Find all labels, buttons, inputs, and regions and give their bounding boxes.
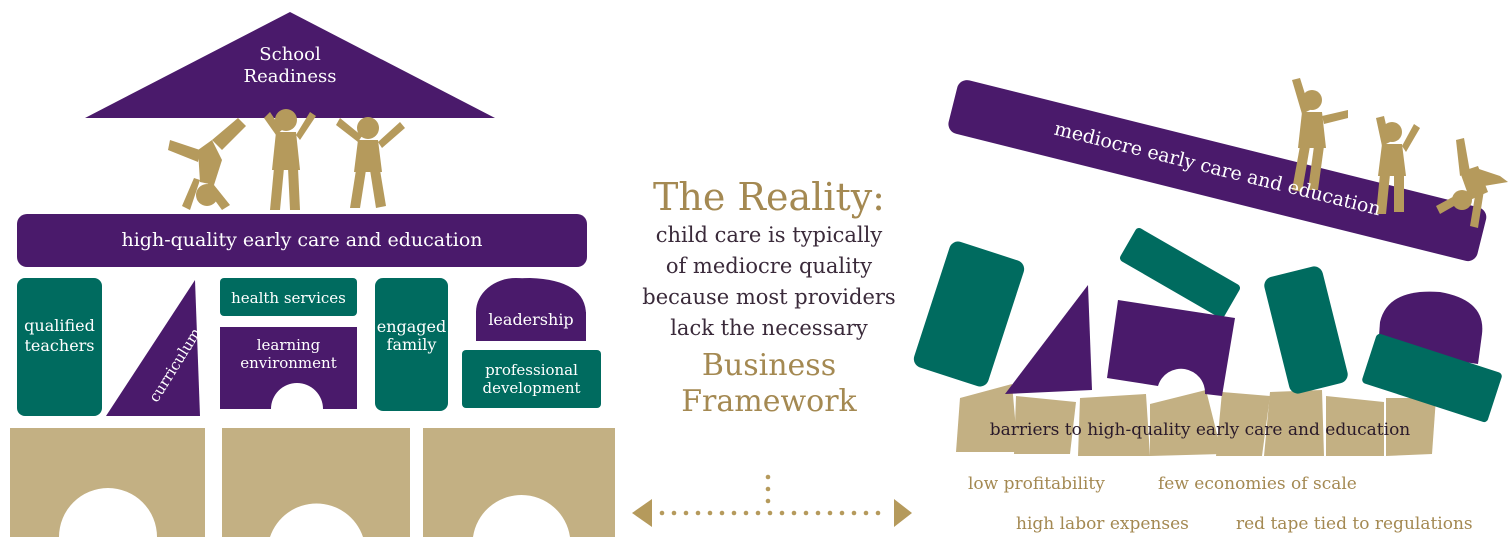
label-professional-development: professional development [462,361,601,397]
barrier-low-profitability: low profitability [968,474,1105,494]
label-qualified: qualified [24,316,95,335]
arrow-left-head [632,499,652,527]
child-figure [264,109,316,210]
scattered-block-arch [1107,300,1235,396]
beam-label-high-quality: high-quality early care and education [121,229,483,251]
beam-mediocre [948,80,1487,262]
child-figure [336,117,405,208]
child-figure [168,118,246,210]
label-leadership: leadership [488,310,574,329]
scattered-block-teal-3 [1264,266,1348,394]
beam-high-quality [17,214,587,267]
reality-emphasis-1: Business [701,348,837,383]
reality-line-4: lack the necessary [670,316,868,340]
foundation-arch-2 [222,428,410,537]
barrier-red-tape: red tape tied to regulations [1236,514,1473,534]
double-arrow [632,474,912,527]
roof-triangle [85,12,495,118]
child-figures-right [1292,78,1508,228]
barrier-high-labor: high labor expenses [1016,514,1189,534]
label-professional: professional [485,361,578,379]
block-health-services [220,278,357,316]
label-development: development [482,379,581,397]
child-figure [1292,78,1348,192]
child-figure [1436,138,1508,228]
label-qualified-teachers: qualified teachers [17,316,102,356]
child-figures-left [168,109,405,210]
label-health-services: health services [231,289,346,307]
block-leadership-dome [476,278,586,341]
reality-line-3: because most providers [642,285,896,309]
scattered-block-triangle [1005,285,1092,394]
label-engaged: engaged [376,317,447,336]
arrow-right-head [894,499,912,527]
label-learning: learning [256,336,321,354]
arrow-dots [659,474,881,516]
block-learning-environment [220,327,357,409]
reality-panel: The Reality: child care is typically of … [615,174,923,420]
roof-label-line1: School [259,44,321,65]
scattered-block-teal-2 [1120,228,1240,318]
foundation-arch-3 [423,428,615,537]
foundation-label: barriers to high-quality early care and … [989,420,1411,440]
label-environment: environment [240,354,337,372]
block-qualified-teachers [17,278,102,416]
child-figure [1376,116,1420,214]
foundation-arch-1 [10,428,205,537]
scattered-block-teal-1 [913,241,1025,387]
scattered-block-teal-4 [1362,333,1502,423]
label-learning-environment: learning environment [220,336,357,372]
reality-line-1: child care is typically [655,223,883,247]
reality-heading: The Reality: [653,175,885,219]
roof-label-line2: Readiness [243,66,337,87]
label-teachers: teachers [24,336,95,355]
barrier-few-economies: few economies of scale [1158,474,1357,494]
reality-line-2: of mediocre quality [665,254,873,278]
block-engaged-family [375,278,448,411]
reality-emphasis-2: Framework [681,384,857,419]
roof-label: School Readiness [200,44,380,88]
block-curriculum [106,280,200,416]
label-family: family [386,335,437,354]
foundation-broken [956,384,1436,456]
label-engaged-family: engaged family [375,318,448,354]
block-professional-development [462,350,601,408]
